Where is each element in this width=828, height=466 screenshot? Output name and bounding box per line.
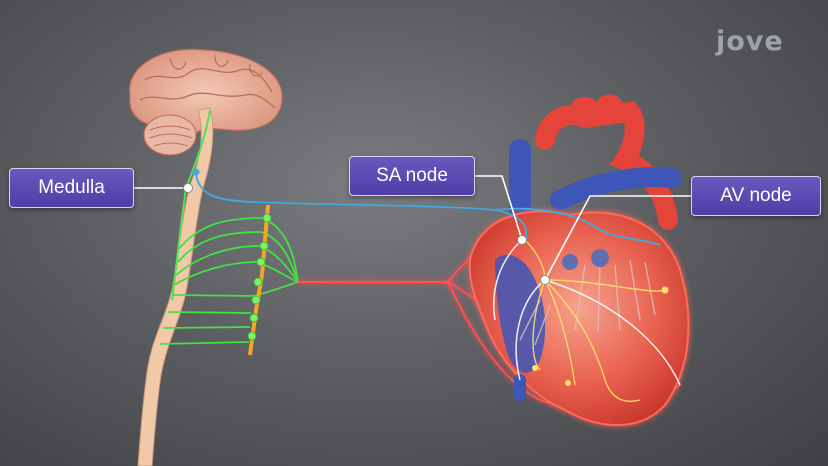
spinal-cord [137,107,214,466]
ganglia [247,213,272,341]
av-node-label: AV node [691,176,821,216]
cardiac-plexus [493,239,681,386]
cerebellum [143,114,197,156]
medulla-green-tract [185,109,211,189]
medulla-label: Medulla [9,168,134,208]
conduction-nodes [532,286,669,386]
vagus-origin [192,168,200,176]
leader-lines [132,175,691,281]
heart [468,94,690,427]
medulla-pointer-dot [183,183,193,193]
av-node-marker [540,275,550,285]
sympathetic-chain [248,204,270,356]
sa-node-marker [517,235,527,245]
sa-node-label: SA node [349,156,475,196]
jove-logo: jove [716,26,784,57]
